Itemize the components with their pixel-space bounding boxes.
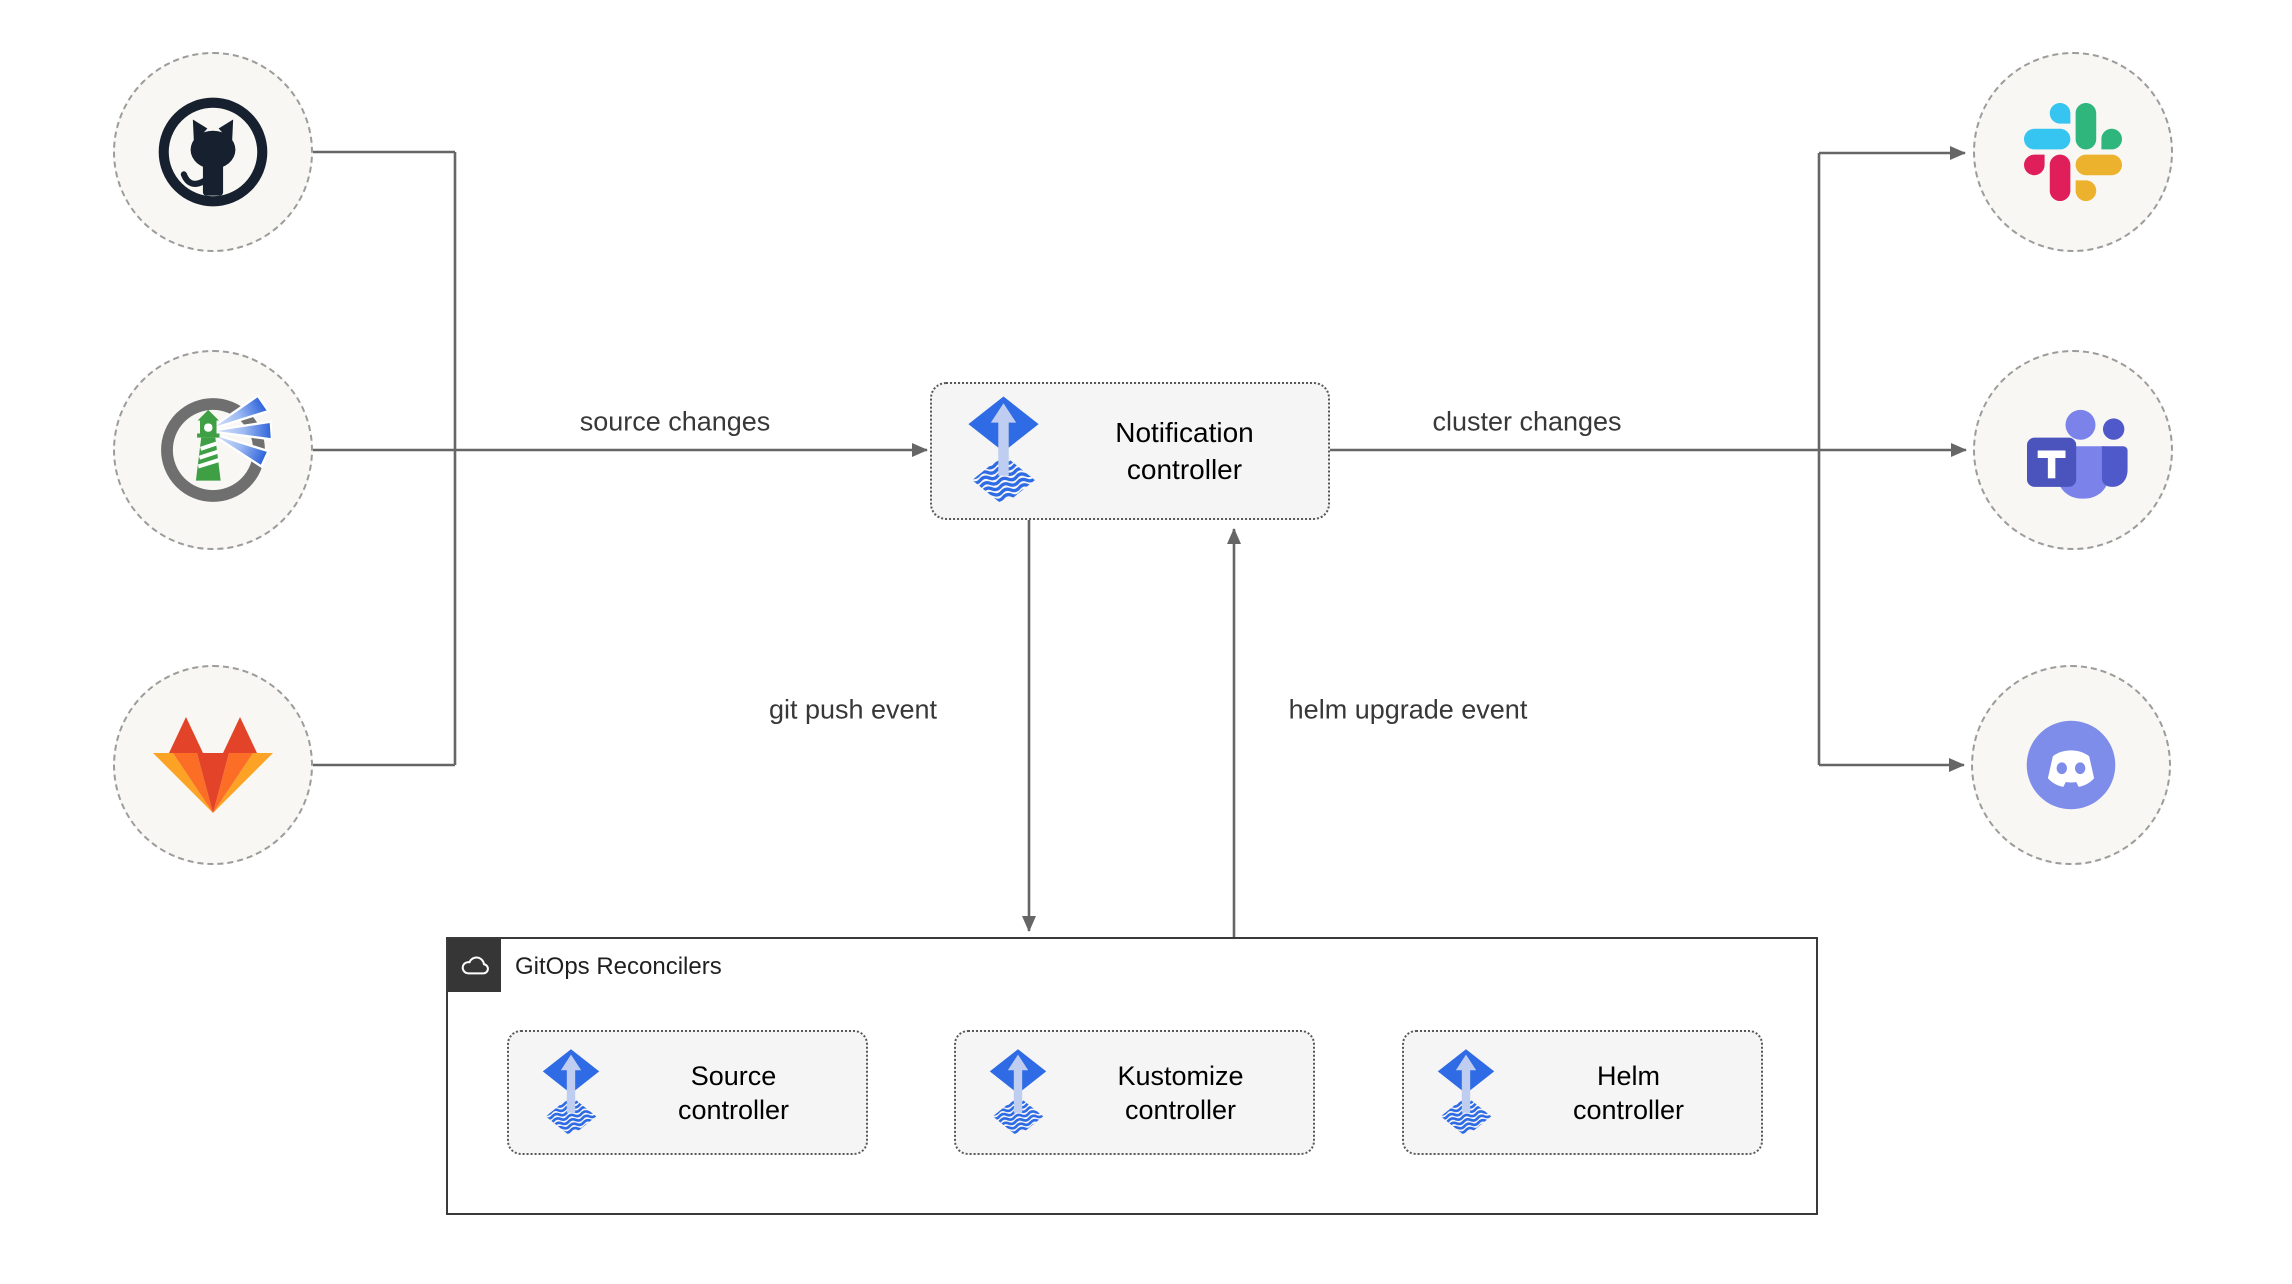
helm-controller-label: Helm controller [1496, 1059, 1761, 1127]
source-controller-label: Source controller [601, 1059, 866, 1127]
cloud-icon [459, 950, 491, 982]
discord-icon [2017, 711, 2125, 819]
node-gitlab [113, 665, 313, 865]
edge-label-helm-upgrade-event: helm upgrade event [1288, 694, 1528, 725]
label-line-1: Helm [1596, 1060, 1660, 1091]
label-line-1: Source [690, 1060, 777, 1091]
node-ms-teams [1973, 350, 2173, 550]
label-line-2: controller [677, 1094, 790, 1125]
node-slack [1973, 52, 2173, 252]
harbor-icon [154, 391, 272, 509]
label-line-2: controller [1124, 1094, 1237, 1125]
flux-icon [966, 395, 1041, 507]
notification-controller-label: Notification controller [1041, 414, 1328, 488]
cloud-badge [448, 939, 501, 992]
notification-controller-node: Notification controller [930, 382, 1330, 520]
label-line-1: Kustomize [1117, 1060, 1244, 1091]
gitlab-icon [153, 713, 273, 817]
github-icon [157, 96, 269, 208]
flux-icon [988, 1048, 1048, 1138]
label-line-2: controller [1572, 1094, 1685, 1125]
label-line-2: controller [1126, 454, 1243, 485]
helm-controller-node: Helm controller [1402, 1030, 1763, 1155]
node-discord [1971, 665, 2171, 865]
gitops-reconcilers-title: GitOps Reconcilers [515, 953, 722, 980]
gitops-reconcilers-container: GitOps Reconcilers Source controller Kus… [446, 937, 1818, 1215]
flux-icon [541, 1048, 601, 1138]
ms-teams-icon [2014, 397, 2132, 504]
edge-label-source-changes: source changes [579, 406, 771, 437]
flux-icon [1436, 1048, 1496, 1138]
kustomize-controller-node: Kustomize controller [954, 1030, 1315, 1155]
kustomize-controller-label: Kustomize controller [1048, 1059, 1313, 1127]
label-line-1: Notification [1115, 417, 1254, 448]
slack-icon [2024, 103, 2122, 201]
node-github [113, 52, 313, 252]
edge-label-cluster-changes: cluster changes [1432, 406, 1622, 437]
source-controller-node: Source controller [507, 1030, 868, 1155]
edge-label-git-push-event: git push event [768, 694, 938, 725]
node-harbor [113, 350, 313, 550]
